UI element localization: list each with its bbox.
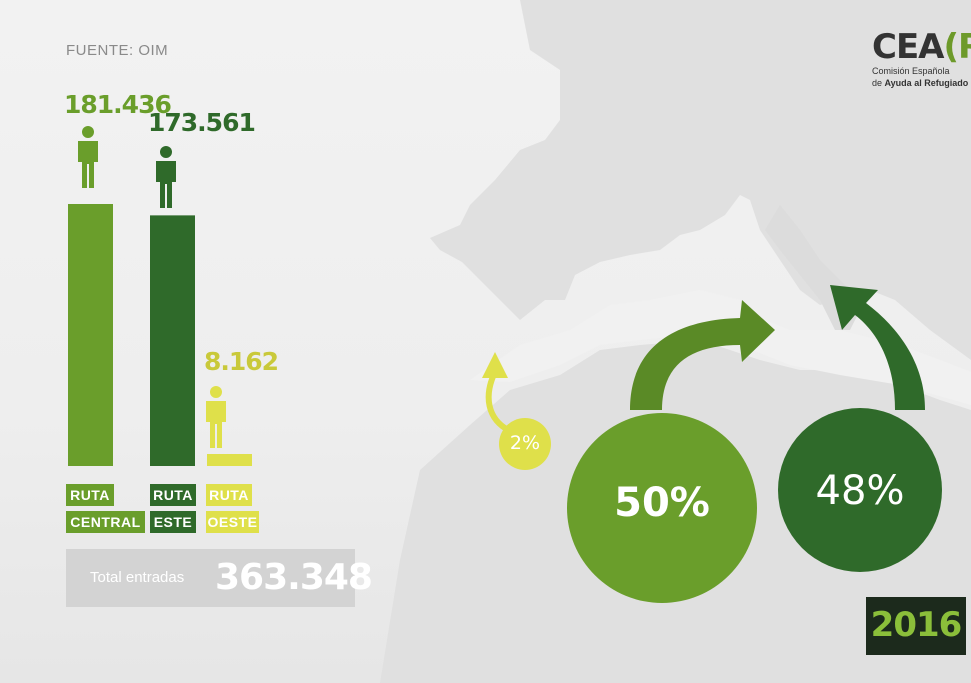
total-label: Total entradas xyxy=(90,569,185,586)
europe-landmass xyxy=(430,0,971,360)
bar-marks xyxy=(68,204,252,466)
tag-central-line1: RUTA xyxy=(66,484,114,506)
source-label: FUENTE: OIM xyxy=(66,42,169,59)
tag-oeste-line2: OESTE xyxy=(206,511,259,533)
logo-mark: CEA(R) xyxy=(872,27,971,67)
share-circle-central xyxy=(567,413,757,603)
share-label-oeste: 2% xyxy=(509,432,541,454)
tag-central-line2: CENTRAL xyxy=(66,511,145,533)
value-label-este: 173.561 xyxy=(148,108,256,137)
person-icon xyxy=(78,126,98,188)
person-icons xyxy=(78,126,226,448)
mediterranean-sea xyxy=(470,290,971,405)
share-label-central: 50% xyxy=(614,480,710,526)
share-circle-este xyxy=(778,408,942,572)
share-circles xyxy=(499,408,942,603)
logo-line-1: Comisión Española xyxy=(872,66,950,76)
value-label-oeste: 8.162 xyxy=(204,347,279,376)
logo-line-2: de Ayuda al Refugiado xyxy=(872,78,969,88)
tag-oeste-line1: RUTA xyxy=(206,484,252,506)
arrow-ruta-este xyxy=(830,285,925,410)
person-icon xyxy=(206,386,226,448)
total-value: 363.348 xyxy=(215,557,373,598)
share-label-este: 48% xyxy=(815,468,905,514)
arrow-ruta-central xyxy=(630,300,775,410)
total-entries-box: Total entradas 363.348 xyxy=(66,549,373,607)
share-circle-oeste xyxy=(499,418,551,470)
person-icon xyxy=(156,146,176,208)
tag-este-line2: ESTE xyxy=(150,511,196,533)
bar-oeste xyxy=(207,454,252,466)
tag-este-line1: RUTA xyxy=(150,484,196,506)
bar-central xyxy=(68,204,113,466)
cear-logo: CEA(R) Comisión Española de Ayuda al Ref… xyxy=(872,27,971,88)
value-label-central: 181.436 xyxy=(64,90,172,119)
year-label: 2016 xyxy=(870,605,963,645)
year-badge: 2016 xyxy=(866,597,966,655)
bar-este xyxy=(150,215,195,466)
arrow-ruta-oeste-head xyxy=(482,352,508,378)
